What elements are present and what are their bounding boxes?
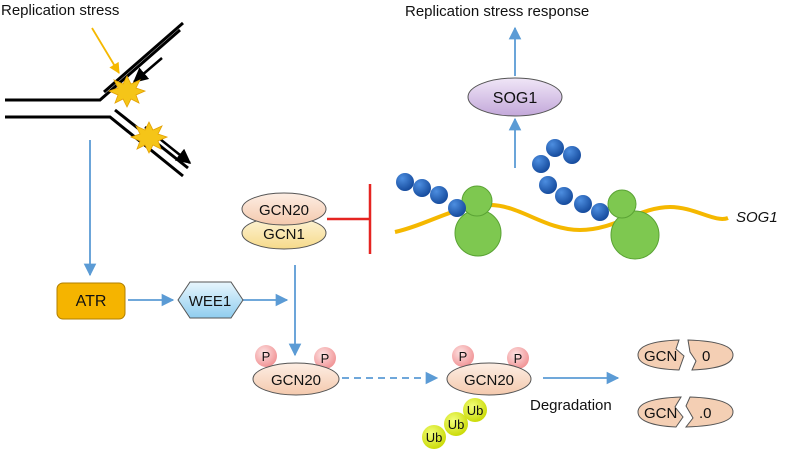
- fragment-1-left-label: GCN: [644, 348, 677, 365]
- ubiquitin-2: [444, 412, 468, 436]
- wee1-label: WEE1: [189, 293, 232, 310]
- ubiquitin-label-2: Ub: [448, 417, 465, 432]
- ubiquitin-3: [422, 425, 446, 449]
- degraded-fragment-1: GCN 0: [637, 339, 734, 371]
- degraded-fragment-2: GCN .0: [637, 396, 734, 428]
- phospho-badge-2: [314, 347, 336, 369]
- replication-fork: [5, 21, 192, 178]
- wee1-hexagon: [177, 281, 244, 319]
- fragment-2-left-label: GCN: [644, 405, 677, 422]
- inhibition-bar: [327, 184, 372, 254]
- nascent-peptide-2: [532, 139, 609, 221]
- gcn1-label: GCN1: [263, 226, 305, 243]
- damage-star-top: [107, 75, 147, 108]
- phospho-badge-1: [255, 345, 277, 367]
- ubiquitin-label-1: Ub: [467, 403, 484, 418]
- phospho-label-3: P: [459, 349, 468, 364]
- phospho-label-4: P: [514, 351, 523, 366]
- damage-star-bottom: [129, 121, 169, 154]
- ribosome-2: [607, 189, 660, 260]
- atr-label: ATR: [76, 293, 107, 310]
- replication-stress-label: Replication stress: [1, 2, 119, 19]
- atr-box: [56, 282, 126, 320]
- gcn20-phospho-label: GCN20: [271, 372, 321, 389]
- sog1-gene-label: SOG1: [736, 209, 778, 226]
- nascent-peptide-1: [396, 173, 466, 217]
- fragment-2-right-label: .0: [699, 405, 712, 422]
- gcn20-ellipse: [241, 192, 327, 226]
- fork-arrow-top: [132, 57, 163, 83]
- phospho-label-2: P: [321, 351, 330, 366]
- stress-arrow: [91, 27, 120, 74]
- ubiquitin-label-3: Ub: [426, 430, 443, 445]
- phospho-badge-4: [507, 347, 529, 369]
- sog1-mrna: [394, 202, 729, 234]
- gcn20-ub-ellipse: [446, 362, 532, 396]
- degradation-label: Degradation: [530, 397, 612, 414]
- replication-stress-response-label: Replication stress response: [405, 3, 589, 20]
- ribosome-1: [454, 185, 502, 257]
- sog1-protein-label: SOG1: [493, 90, 538, 107]
- phospho-badge-3: [452, 345, 474, 367]
- gcn20-ub-label: GCN20: [464, 372, 514, 389]
- fragment-1-right-label: 0: [702, 348, 710, 365]
- gcn20-label: GCN20: [259, 202, 309, 219]
- phospho-label-1: P: [262, 349, 271, 364]
- gcn20-phospho-ellipse: [252, 362, 340, 396]
- ubiquitin-1: [463, 398, 487, 422]
- sog1-protein: [467, 77, 563, 117]
